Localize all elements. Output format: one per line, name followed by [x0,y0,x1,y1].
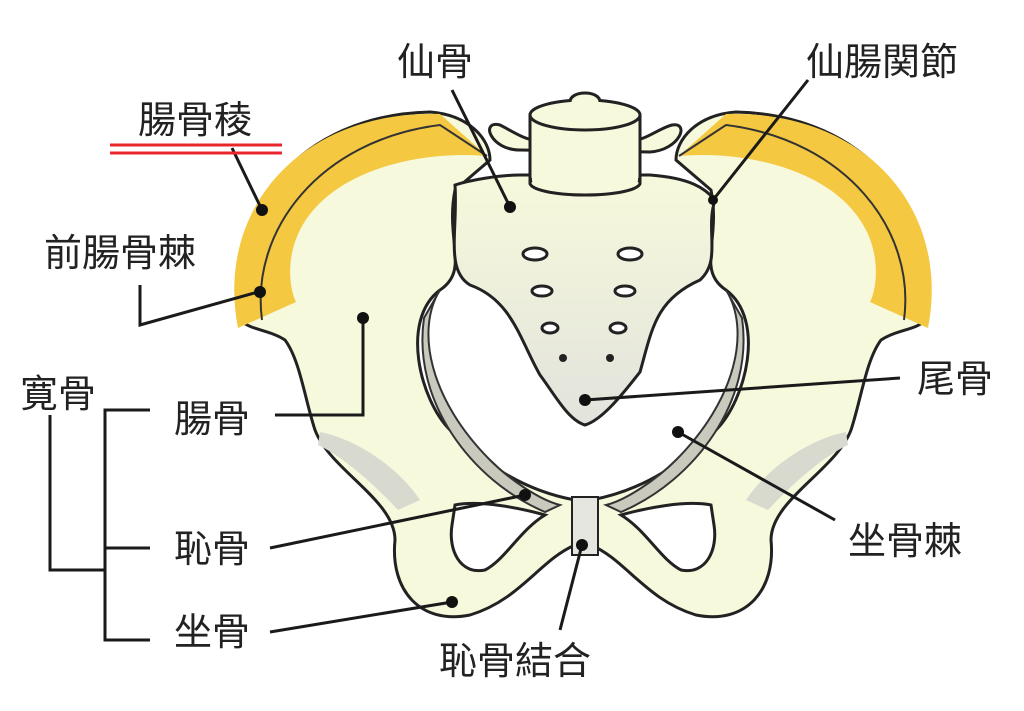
iliac-crest-highlight [110,143,282,155]
leader-lines [48,79,901,642]
label-iliac-crest: 腸骨稜 [138,98,252,142]
label-anterior-iliac-spine: 前腸骨棘 [44,231,196,275]
label-ischial-spine: 坐骨棘 [848,519,962,563]
label-sacrum: 仙骨 [397,40,473,84]
label-pubic-symphysis: 恥骨結合 [439,639,591,683]
label-ilium: 腸骨 [174,397,250,441]
label-sacroiliac-joint: 仙腸関節 [806,40,958,84]
sacrum-shape [452,122,717,427]
label-hip-bone: 寛骨 [20,372,96,416]
vertebra [528,91,642,197]
label-ischium: 坐骨 [174,610,250,654]
label-coccyx: 尾骨 [917,357,993,401]
label-pubis: 恥骨 [174,527,250,571]
